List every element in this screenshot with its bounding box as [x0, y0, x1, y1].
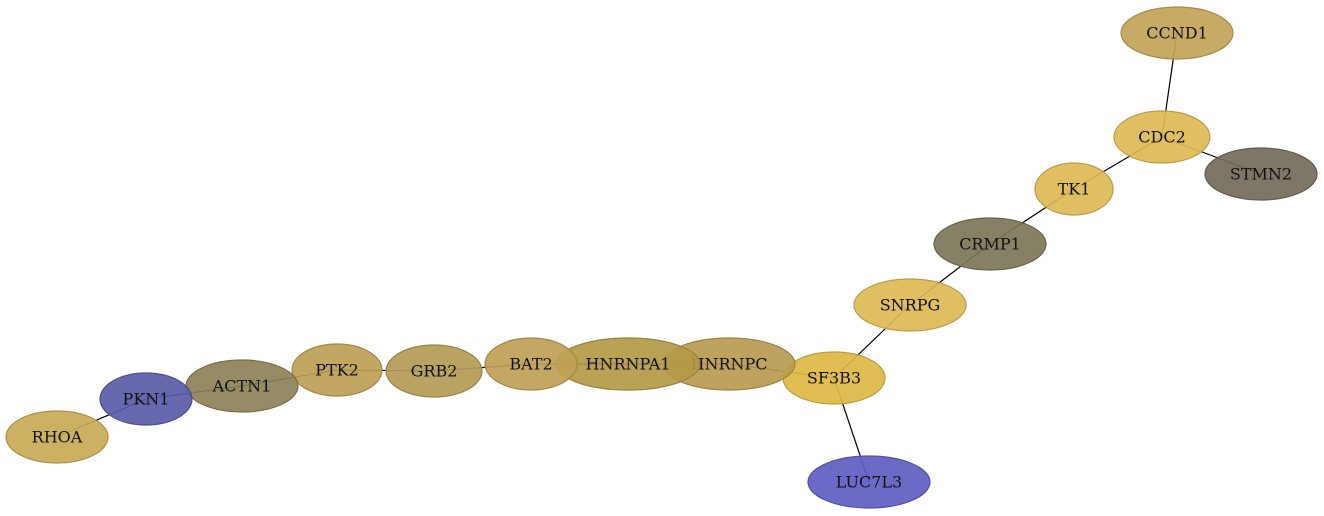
- node-label: PTK2: [315, 361, 359, 380]
- node-luc7l3[interactable]: LUC7L3: [807, 455, 931, 509]
- node-ccnd1[interactable]: CCND1: [1120, 6, 1234, 60]
- node-tk1[interactable]: TK1: [1034, 162, 1114, 216]
- node-sf3b3[interactable]: SF3B3: [782, 351, 886, 405]
- node-label: SNRPG: [880, 296, 941, 315]
- node-cdc2[interactable]: CDC2: [1113, 110, 1211, 164]
- node-crmp1[interactable]: CRMP1: [933, 217, 1047, 271]
- node-ellipse: [1113, 110, 1211, 164]
- node-label: BAT2: [509, 355, 552, 374]
- node-ellipse: [291, 343, 383, 397]
- node-grb2[interactable]: GRB2: [385, 344, 483, 398]
- node-label: PKN1: [123, 390, 170, 409]
- node-ptk2[interactable]: PTK2: [291, 343, 383, 397]
- node-stmn2[interactable]: STMN2: [1204, 147, 1318, 201]
- node-label: STMN2: [1230, 165, 1292, 184]
- node-label: TK1: [1058, 180, 1091, 199]
- node-label: CRMP1: [959, 235, 1021, 254]
- node-hnrnpa1[interactable]: HNRNPA1: [555, 337, 701, 391]
- edge-layer: [56, 32, 1262, 483]
- node-label: CDC2: [1138, 128, 1186, 147]
- node-label: RHOA: [32, 428, 83, 447]
- node-rhoa[interactable]: RHOA: [5, 410, 109, 464]
- node-actn1[interactable]: ACTN1: [185, 359, 299, 413]
- node-label: ACTN1: [212, 377, 272, 396]
- node-ellipse: [1204, 147, 1318, 201]
- node-ellipse: [1120, 6, 1234, 60]
- node-ellipse: [385, 344, 483, 398]
- node-pkn1[interactable]: PKN1: [99, 372, 193, 426]
- node-ellipse: [484, 337, 578, 391]
- node-ellipse: [853, 278, 967, 332]
- node-bat2[interactable]: BAT2: [484, 337, 578, 391]
- node-ellipse: [933, 217, 1047, 271]
- node-label: HNRNPA1: [585, 355, 670, 374]
- node-ellipse: [807, 455, 931, 509]
- node-ellipse: [5, 410, 109, 464]
- node-label: SF3B3: [807, 369, 861, 388]
- node-label: LUC7L3: [836, 473, 902, 492]
- node-label: GRB2: [411, 362, 458, 381]
- node-ellipse: [1034, 162, 1114, 216]
- node-label: CCND1: [1146, 24, 1208, 43]
- node-label: HNRNPC: [690, 355, 767, 374]
- node-ellipse: [99, 372, 193, 426]
- node-snrpg[interactable]: SNRPG: [853, 278, 967, 332]
